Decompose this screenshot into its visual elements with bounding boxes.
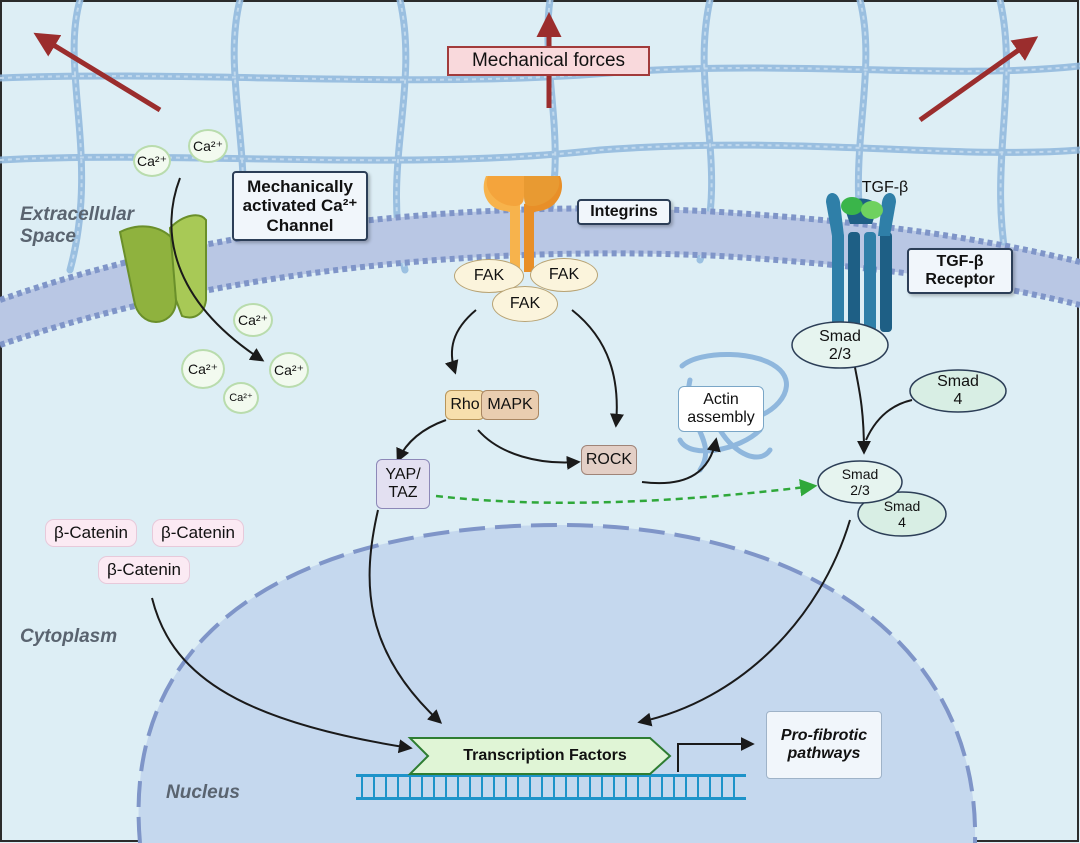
ca-ion: Ca²⁺ (188, 129, 228, 163)
smad23-label: Smad 2/3 (819, 327, 861, 363)
ca-ion: Ca²⁺ (181, 349, 225, 389)
beta-catenin: β-Catenin (152, 519, 244, 547)
nucleus-label: Nucleus (166, 782, 240, 803)
nucleus (136, 522, 978, 843)
rho-node: Rho (445, 390, 485, 420)
dna-strand (356, 774, 746, 800)
mapk-node: MAPK (481, 390, 539, 420)
cytoplasm-label: Cytoplasm (20, 626, 118, 647)
transcription-factors-label: Transcription Factors (463, 746, 627, 764)
ca-ion: Ca²⁺ (233, 303, 273, 337)
pathway-arrows (151, 177, 913, 772)
mechanical-forces-label: Mechanical forces (447, 46, 650, 76)
transcription-factors-shape (407, 737, 672, 775)
ca-channel-icon (118, 214, 207, 324)
fak-node: FAK (530, 258, 598, 292)
smad4-cytoplasm-shape (909, 369, 1007, 413)
actin-assembly-label: Actin assembly (678, 386, 764, 432)
integrin-icon (483, 176, 563, 272)
tgfb-receptor-label: TGF-β Receptor (907, 248, 1013, 294)
yap-to-smad-dashed-arrow (435, 479, 818, 504)
smad23-complex-shape (817, 460, 903, 504)
fak-node: FAK (492, 286, 558, 322)
smad4-label: Smad 4 (937, 372, 979, 408)
integrins-label: Integrins (577, 199, 671, 225)
tgfb-receptor-icon (826, 193, 896, 332)
ca-channel-label: Mechanically activated Ca²⁺ Channel (232, 171, 368, 241)
smad23-complex-label: Smad 2/3 (841, 465, 879, 498)
rock-node: ROCK (581, 445, 637, 475)
pro-fibrotic-pathways-label: Pro-fibrotic pathways (766, 711, 882, 779)
ca-ion: Ca²⁺ (269, 352, 309, 388)
smad23-membrane-shape (791, 321, 889, 369)
ca-ion: Ca²⁺ (223, 382, 259, 414)
yap-taz-node: YAP/ TAZ (376, 459, 430, 509)
smad4-complex-shape (857, 491, 947, 537)
ca-ion: Ca²⁺ (133, 145, 171, 177)
tgfb-label: TGF-β (861, 178, 909, 196)
extracellular-space-label: Extracellular Space (20, 204, 135, 247)
beta-catenin: β-Catenin (98, 556, 190, 584)
beta-catenin: β-Catenin (45, 519, 137, 547)
smad4-complex-label: Smad 4 (883, 497, 921, 530)
